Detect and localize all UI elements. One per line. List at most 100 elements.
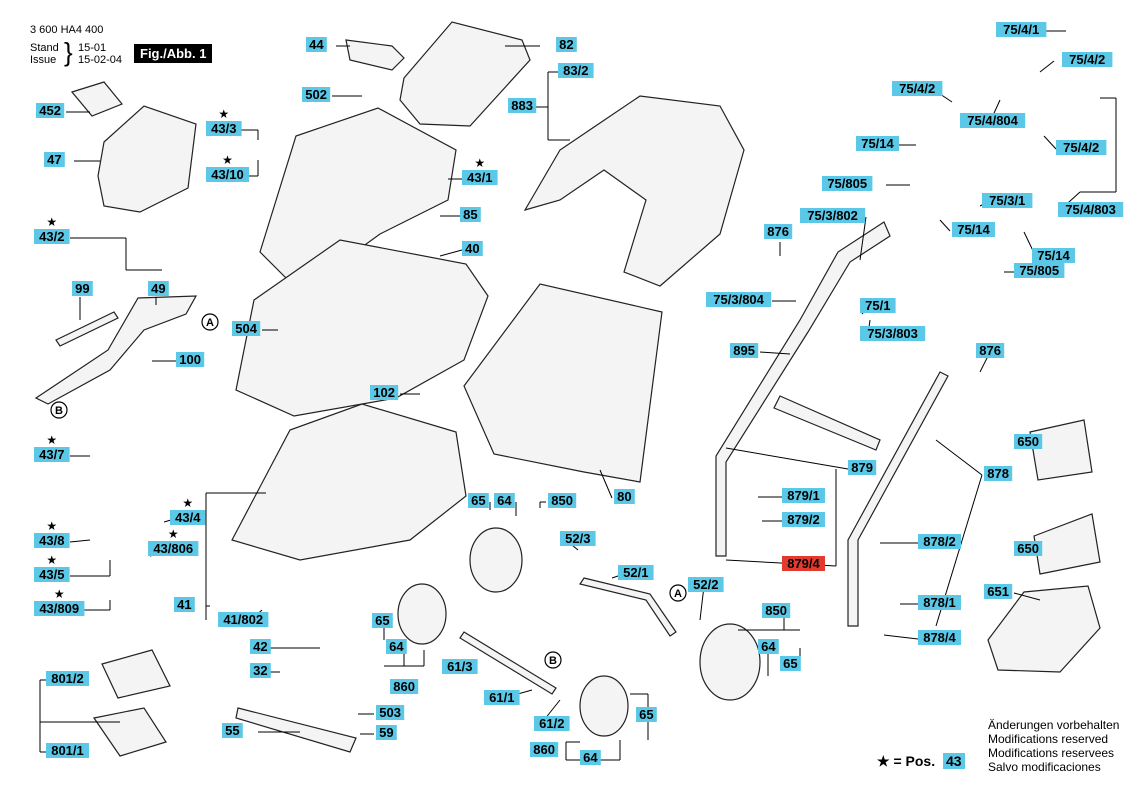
leader-line xyxy=(725,447,849,470)
callout-text: 64 xyxy=(389,639,404,654)
callout-43-3: 43/3★ xyxy=(206,107,242,136)
callout-box xyxy=(730,343,759,358)
callout-text: 878/4 xyxy=(923,630,956,645)
callout-box xyxy=(860,326,926,341)
callout-text: 879/2 xyxy=(787,512,820,527)
callout-52-2: 52/2 xyxy=(688,577,724,592)
callout-102: 102 xyxy=(370,385,399,400)
connector-marker-b: B xyxy=(50,401,68,419)
callout-text: 75/4/803 xyxy=(1065,202,1116,217)
callout-41: 41 xyxy=(174,597,195,612)
callout-text: 651 xyxy=(987,584,1009,599)
battery-part xyxy=(1029,419,1093,481)
callout-75-3-1: 75/3/1 xyxy=(982,193,1033,208)
leader-line xyxy=(69,539,91,543)
callout-box xyxy=(764,224,793,239)
callout-box xyxy=(462,241,483,256)
cover-part xyxy=(399,21,531,127)
star-legend-text: = Pos. xyxy=(893,753,936,769)
callout-box xyxy=(34,229,70,244)
callout-box xyxy=(530,742,559,757)
callout-box xyxy=(1062,52,1113,67)
callout-651: 651 xyxy=(984,584,1013,599)
callout-text: 80 xyxy=(617,489,631,504)
callout-box xyxy=(386,639,407,654)
callout-75-3-803: 75/3/803 xyxy=(860,326,926,341)
callout-text: 75/4/1 xyxy=(1003,22,1039,37)
callout-41-802: 41/802 xyxy=(218,612,269,627)
callout-text: 75/14 xyxy=(957,222,990,237)
callout-text: 43/809 xyxy=(39,601,79,616)
brace: } xyxy=(64,37,73,67)
leader-line xyxy=(1039,60,1055,73)
callout-box xyxy=(996,22,1047,37)
callout-text: 75/805 xyxy=(1019,263,1059,278)
callout-text: 878/1 xyxy=(923,595,956,610)
callout-text: 43/3 xyxy=(211,121,236,136)
marker-circle xyxy=(201,313,219,331)
callout-64b: 64 xyxy=(386,639,407,654)
callout-text: 75/4/2 xyxy=(1069,52,1105,67)
callout-895: 895 xyxy=(730,343,759,358)
callout-text: 52/1 xyxy=(623,565,648,580)
callout-text: 878/2 xyxy=(923,534,956,549)
callout-box xyxy=(34,447,70,462)
callout-box xyxy=(560,531,596,546)
callout-52-3: 52/3 xyxy=(560,531,596,546)
callout-text: 44 xyxy=(309,37,324,52)
callout-box xyxy=(170,510,206,525)
callout-box xyxy=(556,37,577,52)
star-icon: ★ xyxy=(46,433,57,447)
marker-text: A xyxy=(206,317,214,329)
callout-text: 75/1 xyxy=(865,298,890,313)
callout-box xyxy=(250,663,271,678)
callout-text: 41/802 xyxy=(223,612,263,627)
callout-860a: 860 xyxy=(390,679,419,694)
callout-box xyxy=(558,63,594,78)
wheel-part xyxy=(469,527,523,593)
callout-879: 879 xyxy=(848,460,877,475)
height-lever-part xyxy=(34,295,198,405)
notes-block: Änderungen vorbehalten Modifications res… xyxy=(988,718,1119,774)
star-icon: ★ xyxy=(877,753,890,769)
callout-40: 40 xyxy=(462,241,483,256)
callout-860b: 860 xyxy=(530,742,559,757)
callout-box xyxy=(494,493,515,508)
battery-part xyxy=(1033,513,1101,575)
callout-box xyxy=(762,603,791,618)
callout-box xyxy=(72,281,93,296)
callout-box xyxy=(782,488,825,503)
callout-text: 82 xyxy=(559,37,573,52)
callout-61-1: 61/1 xyxy=(484,690,520,705)
callout-box xyxy=(534,716,570,731)
callout-452: 452 xyxy=(36,103,65,118)
leader-line xyxy=(1013,592,1041,601)
callout-text: 64 xyxy=(761,639,776,654)
callout-text: 64 xyxy=(497,493,512,508)
callout-box xyxy=(1056,140,1107,155)
callout-801-2: 801/2 xyxy=(46,671,89,686)
callout-box xyxy=(892,81,943,96)
callout-box xyxy=(918,595,961,610)
callout-text: 43/4 xyxy=(175,510,201,525)
callout-box xyxy=(222,723,243,738)
callout-box xyxy=(848,460,877,475)
star-icon: ★ xyxy=(168,527,179,541)
callout-text: 47 xyxy=(47,152,61,167)
callout-879-1: 879/1 xyxy=(782,488,825,503)
callout-42: 42 xyxy=(250,639,271,654)
callout-100: 100 xyxy=(176,352,205,367)
control-board-part xyxy=(101,649,171,699)
callout-box xyxy=(46,743,89,758)
note-line: Änderungen vorbehalten xyxy=(988,718,1120,732)
callout-80: 80 xyxy=(614,489,635,504)
callout-43-4: 43/4★ xyxy=(170,496,206,525)
callout-text: 83/2 xyxy=(563,63,588,78)
callout-text: 850 xyxy=(551,493,573,508)
lower-handle-part xyxy=(847,371,949,627)
star-icon: ★ xyxy=(474,156,485,170)
blade-part xyxy=(235,707,357,753)
callout-box xyxy=(1014,541,1043,556)
callout-text: 75/3/804 xyxy=(713,292,764,307)
star-icon: ★ xyxy=(46,553,57,567)
